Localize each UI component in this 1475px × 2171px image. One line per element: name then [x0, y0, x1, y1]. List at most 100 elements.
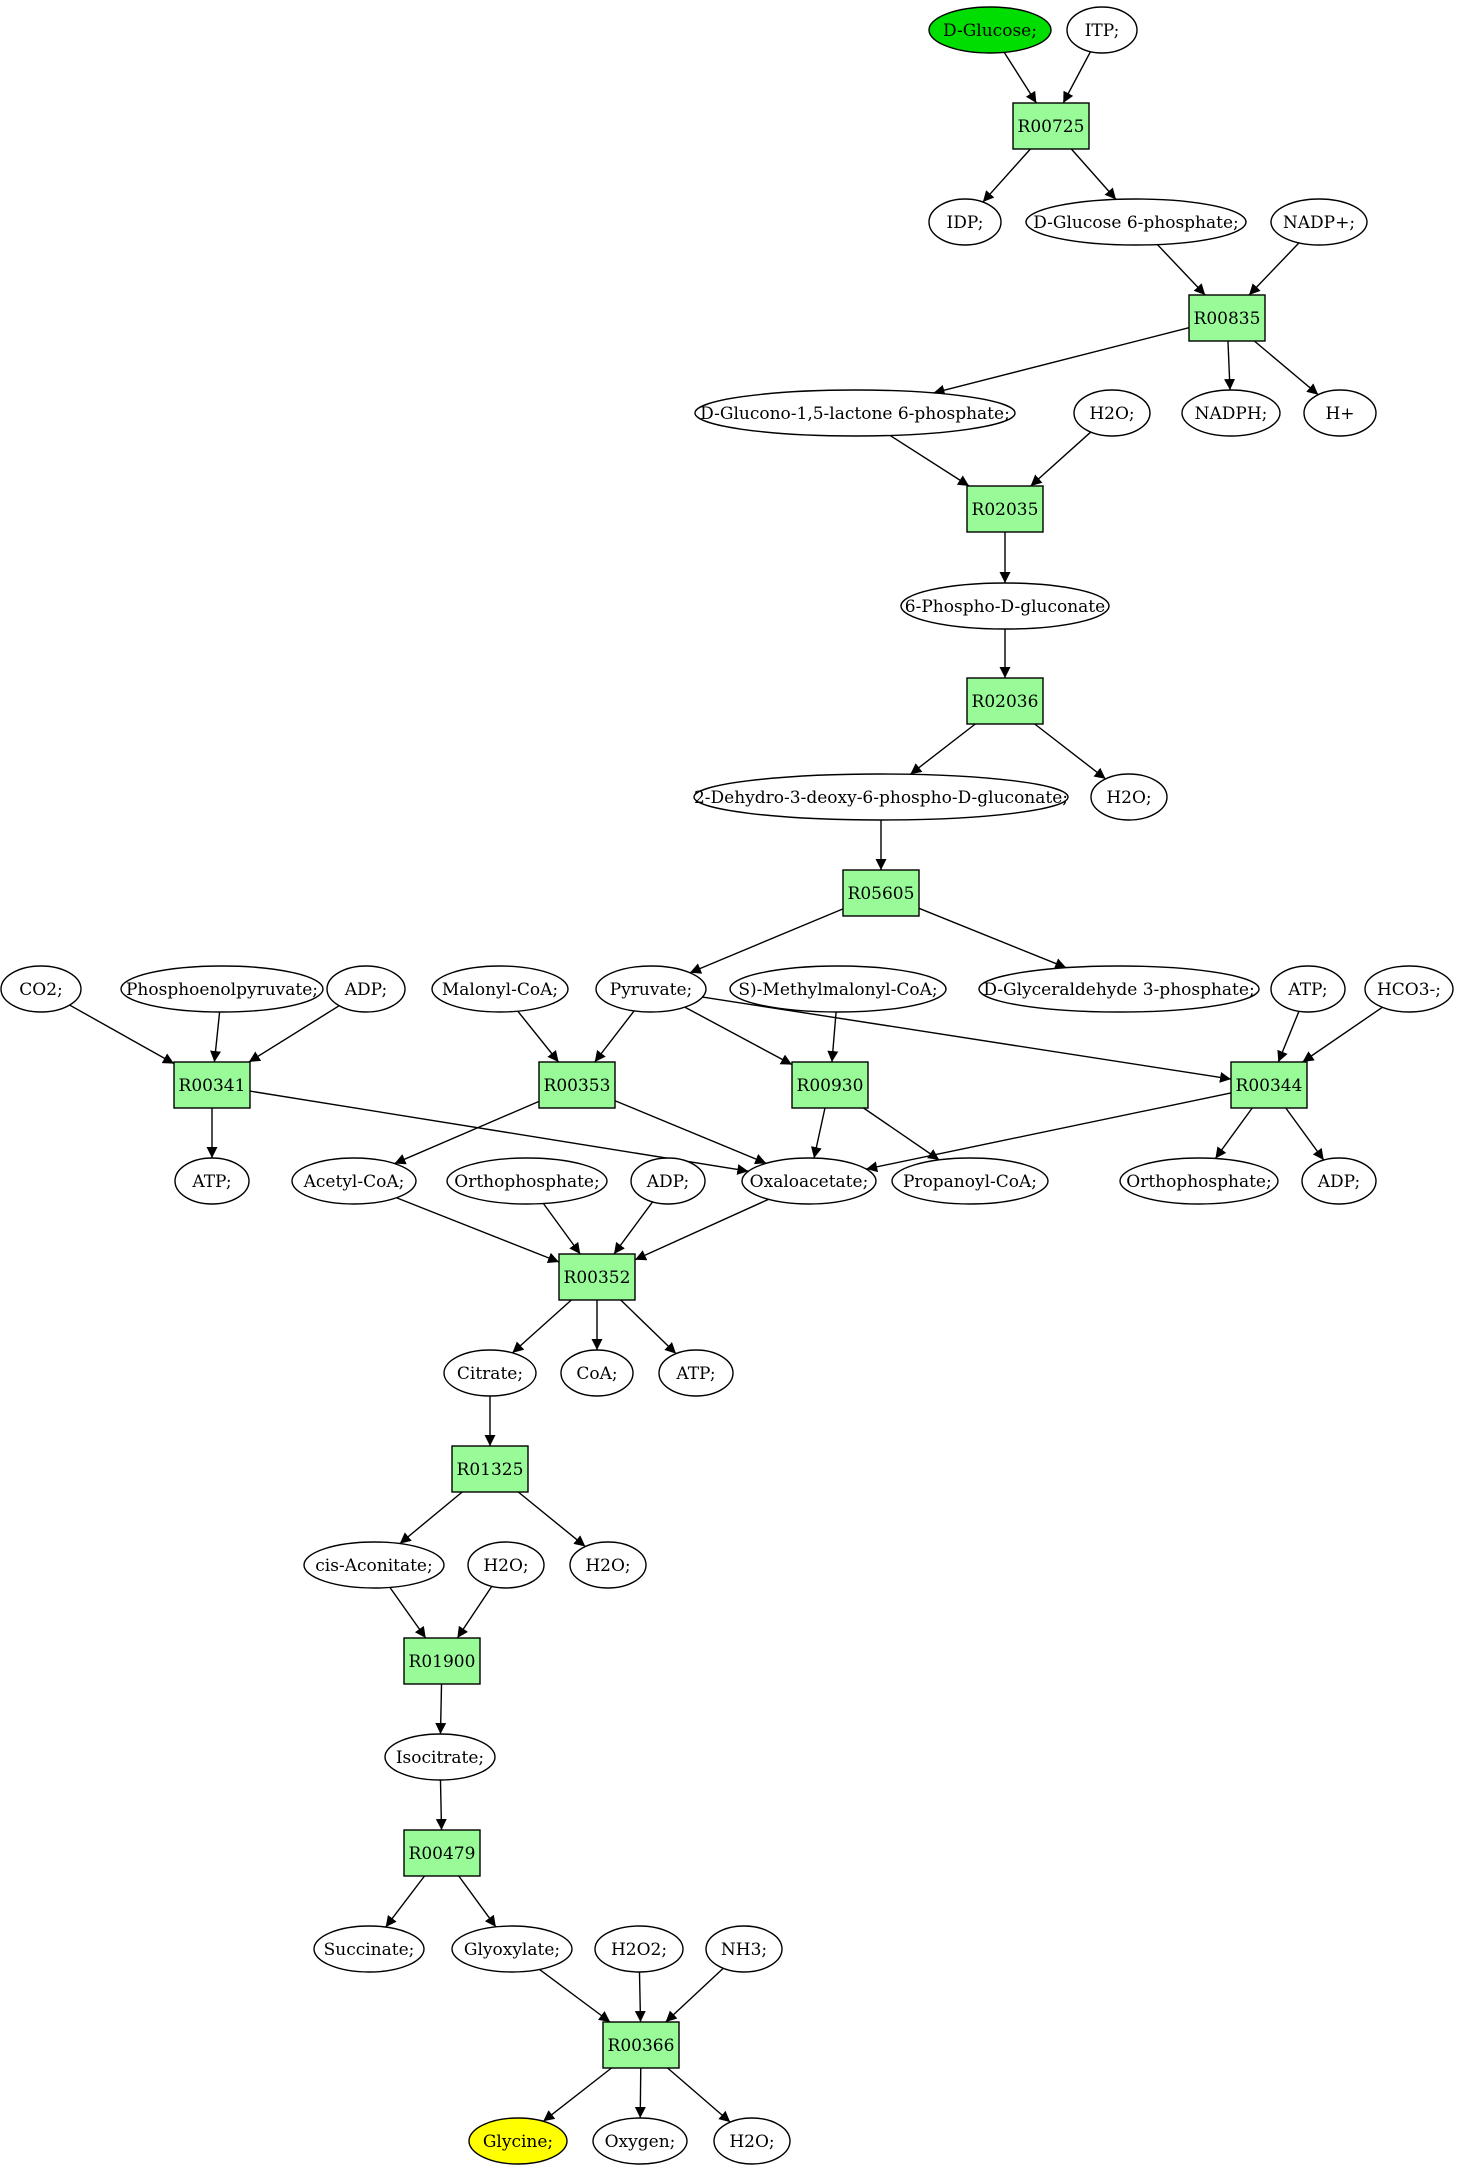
metabolite-label: D-Glucono-1,5-lactone 6-phosphate; [700, 404, 1010, 424]
reaction-box [538, 1061, 616, 1109]
metabolite-node-h2o2: H2O2; [594, 1925, 684, 1973]
metabolite-label: H2O2; [611, 1940, 667, 1960]
metabolite-node-h2o_d: H2O; [569, 1541, 647, 1589]
edge-r00352-to-citrate [511, 1299, 572, 1354]
edge-h2o_a-to-r02035 [1030, 431, 1092, 487]
edge-r02036-to-h2o_b [1034, 723, 1107, 780]
metabolite-shape [594, 1925, 684, 1973]
reaction-box [1012, 102, 1090, 150]
metabolite-label: NADPH; [1195, 404, 1268, 424]
metabolite-shape [705, 1925, 783, 1973]
reaction-label: R00352 [564, 1268, 631, 1288]
edge-r01325-to-cisaconitate [399, 1491, 463, 1545]
reaction-label: R05605 [848, 884, 915, 904]
reaction-box [1230, 1061, 1308, 1109]
metabolite-label: H+ [1325, 404, 1354, 424]
metabolite-node-h2o_e: H2O; [713, 2117, 791, 2165]
metabolite-shape [630, 1157, 706, 1205]
metabolite-shape [694, 389, 1016, 437]
reaction-node-r00352: R00352 [558, 1253, 636, 1301]
metabolite-shape [1270, 965, 1346, 1013]
metabolite-label: Malonyl-CoA; [442, 980, 558, 1000]
edge-r01325-to-h2o_d [517, 1491, 586, 1548]
reaction-node-r00725: R00725 [1012, 102, 1090, 150]
edge-r00725-to-dglc6p [1070, 148, 1117, 200]
reaction-box [558, 1253, 636, 1301]
reaction-box [966, 485, 1044, 533]
edge-ortho_a-to-r00352 [542, 1203, 581, 1255]
metabolite-label: Propanoyl-CoA; [903, 1172, 1037, 1192]
metabolite-shape [900, 582, 1110, 630]
node-layer: D-Glucose;ITP;IDP;D-Glucose 6-phosphate;… [0, 6, 1454, 2165]
metabolite-node-citrate: Citrate; [443, 1349, 537, 1397]
edge-pyruvate-to-r00930 [684, 1006, 793, 1066]
metabolite-shape [741, 1157, 877, 1205]
metabolite-shape [1090, 773, 1168, 821]
metabolite-shape [693, 773, 1069, 821]
metabolite-shape [1364, 965, 1454, 1013]
metabolite-label: Citrate; [457, 1364, 523, 1384]
metabolite-node-pgluconate: 6-Phospho-D-gluconate [900, 582, 1110, 630]
metabolite-label: NH3; [721, 1940, 767, 1960]
edge-acetyl-to-r00352 [396, 1197, 560, 1264]
metabolite-node-nadph: NADPH; [1181, 389, 1281, 437]
metabolite-label: CO2; [19, 980, 63, 1000]
metabolite-node-hplus: H+ [1303, 389, 1377, 437]
metabolite-node-dglucono: D-Glucono-1,5-lactone 6-phosphate; [694, 389, 1016, 437]
metabolite-shape [1025, 198, 1247, 246]
edge-hco3-to-r00344 [1302, 1006, 1383, 1063]
reaction-label: R02035 [972, 500, 1039, 520]
metabolite-node-propanoyl: Propanoyl-CoA; [891, 1157, 1049, 1205]
metabolite-label: ADP; [344, 980, 387, 1000]
edge-r00344-to-adp_c [1285, 1107, 1325, 1161]
edge-dglucono-to-r02035 [889, 434, 970, 487]
edge-nadp-to-r00835 [1248, 242, 1300, 296]
edge-r00344-to-ortho_b [1214, 1107, 1253, 1159]
reaction-label: R00725 [1018, 117, 1085, 137]
reaction-box [1188, 294, 1266, 342]
metabolite-shape [1301, 1157, 1377, 1205]
metabolite-node-nh3: NH3; [705, 1925, 783, 1973]
reaction-box [403, 1829, 481, 1877]
metabolite-label: ITP; [1085, 21, 1120, 41]
reaction-node-r00835: R00835 [1188, 294, 1266, 342]
edge-r05605-to-pyruvate [689, 908, 844, 974]
edge-oxaloacetate-to-r00352 [634, 1198, 769, 1261]
metabolite-label: Pyruvate; [610, 980, 692, 1000]
metabolite-node-itp: ITP; [1066, 6, 1138, 54]
metabolite-shape [729, 965, 947, 1013]
metabolite-shape [1181, 389, 1281, 437]
metabolite-label: ATP; [191, 1172, 231, 1192]
metabolite-label: Glyoxylate; [464, 1940, 560, 1960]
metabolite-node-atp_c: ATP; [658, 1349, 734, 1397]
metabolite-shape [595, 965, 707, 1013]
edge-r00353-to-acetyl [394, 1100, 540, 1165]
metabolite-label: IDP; [947, 213, 984, 233]
metabolite-shape [1073, 389, 1151, 437]
metabolite-shape [303, 1541, 445, 1589]
metabolite-shape [443, 1349, 537, 1397]
metabolite-node-adp_a: ADP; [326, 965, 406, 1013]
edge-atp_a-to-r00344 [1277, 1011, 1300, 1063]
edge-pep-to-r00341 [210, 1011, 222, 1063]
metabolite-label: NADP+; [1283, 213, 1355, 233]
metabolite-node-h2o_b: H2O; [1090, 773, 1168, 821]
edge-co2-to-r00341 [69, 1004, 175, 1065]
edge-r00479-to-succinate [385, 1875, 426, 1928]
reaction-node-r02036: R02036 [966, 677, 1044, 725]
metabolite-label: S)-Methylmalonyl-CoA; [738, 980, 937, 1000]
metabolite-shape [451, 1925, 573, 1973]
edge-h2o_c-to-r01900 [456, 1585, 493, 1639]
metabolite-label: H2O; [1089, 404, 1134, 424]
edge-r05605-to-g3p [918, 907, 1067, 969]
metabolite-label: Succinate; [324, 1940, 415, 1960]
metabolite-label: H2O; [1106, 788, 1151, 808]
metabolite-shape [1303, 389, 1377, 437]
metabolite-label: Oxaloacetate; [750, 1172, 869, 1192]
reaction-label: R01325 [457, 1460, 524, 1480]
metabolite-shape [313, 1925, 425, 1973]
metabolite-node-oxaloacetate: Oxaloacetate; [741, 1157, 877, 1205]
metabolite-label: ADP; [1317, 1172, 1360, 1192]
edge-pyruvate-to-r00353 [594, 1010, 635, 1063]
